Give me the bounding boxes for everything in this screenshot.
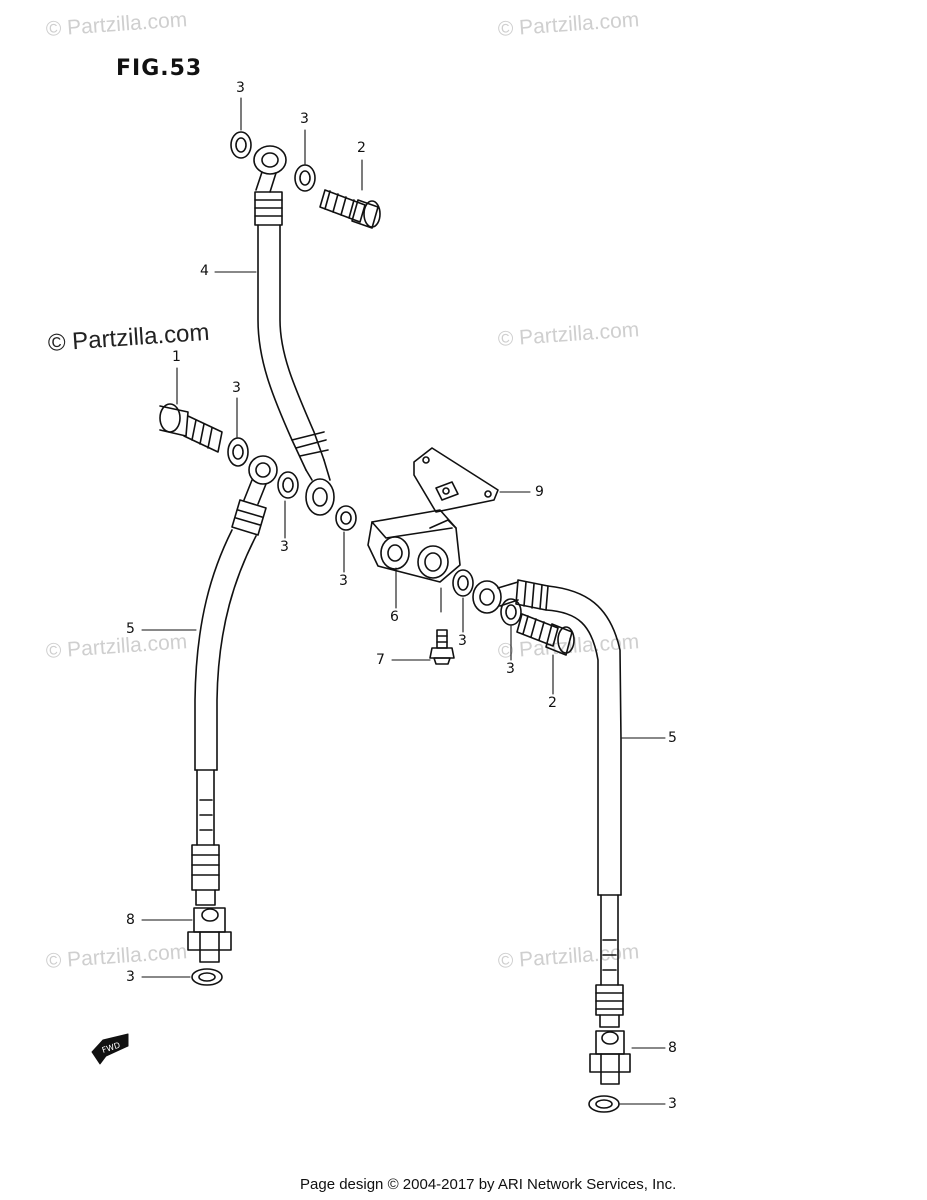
washer-3[interactable] [452,569,474,597]
washer-3[interactable] [335,505,357,531]
callout-3: 3 [506,661,515,677]
union-bolt-2[interactable] [516,613,575,656]
brake-hose-4[interactable] [253,145,335,516]
footer-copyright: Page design © 2004-2017 by ARI Network S… [300,1176,677,1193]
washer-3[interactable] [227,437,249,467]
washer-3[interactable] [277,471,299,499]
callout-3: 3 [339,573,348,589]
washer-3[interactable] [588,1095,620,1113]
figure-title: FIG.53 [116,56,203,81]
callout-3: 3 [232,380,241,396]
bolt-7[interactable] [429,629,455,665]
union-bolt-1[interactable] [159,403,223,453]
callout-8: 8 [668,1040,677,1056]
callout-1: 1 [172,349,181,365]
washer-3[interactable] [230,131,252,159]
brake-hose-5-left[interactable] [191,455,278,906]
bracket-9[interactable] [413,447,499,513]
callout-3: 3 [300,111,309,127]
washer-3[interactable] [191,968,223,986]
callout-9: 9 [535,484,544,500]
callout-4: 4 [200,263,209,279]
fwd-arrow-icon: FWD [91,1033,129,1065]
callout-2: 2 [357,140,366,156]
joint-nut-8-left[interactable] [187,907,232,963]
brake-hose-5-right[interactable] [472,579,624,1028]
washer-3[interactable] [500,598,522,626]
washer-3[interactable] [294,164,316,192]
callout-5: 5 [126,621,135,637]
callout-8: 8 [126,912,135,928]
callout-3: 3 [668,1096,677,1112]
union-bolt-2[interactable] [319,189,381,229]
callout-7: 7 [376,652,385,668]
joint-nut-8-right[interactable] [589,1030,631,1085]
callout-6: 6 [390,609,399,625]
leader-lines [141,97,666,1105]
callout-2: 2 [548,695,557,711]
callout-3: 3 [236,80,245,96]
callout-3: 3 [280,539,289,555]
three-way-joint-6[interactable] [367,509,461,583]
callout-3: 3 [126,969,135,985]
callout-3: 3 [458,633,467,649]
callout-5: 5 [668,730,677,746]
